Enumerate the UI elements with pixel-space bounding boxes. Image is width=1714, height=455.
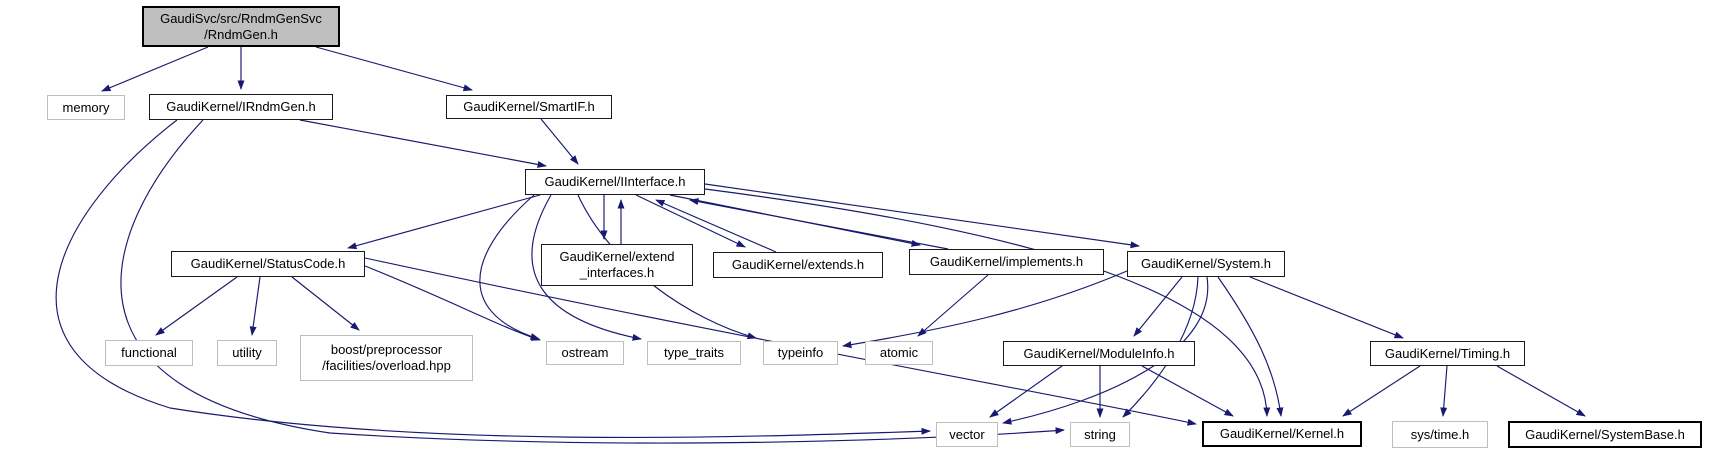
graph-edge-timing-to-systime	[1440, 365, 1448, 417]
graph-node-label: ostream	[561, 345, 609, 361]
edges-group	[55, 46, 1586, 444]
graph-node-label: functional	[121, 345, 177, 361]
graph-edge-rndmgen-to-memory	[101, 46, 209, 92]
graph-node-extendinterfaces[interactable]: GaudiKernel/extend _interfaces.h	[541, 244, 693, 286]
graph-edge-irndmgen-to-vector	[55, 119, 931, 439]
graph-edge-system-to-timing	[1249, 276, 1404, 339]
graph-edge-rndmgen-to-smartif	[315, 46, 473, 92]
graph-node-label: GaudiKernel/Timing.h	[1384, 345, 1511, 361]
graph-node-label: boost/preprocessor /facilities/overload.…	[322, 342, 451, 373]
graph-edge-iinterface-to-ostream	[479, 194, 540, 340]
graph-node-ostream: ostream	[546, 341, 624, 365]
graph-node-irndmgen[interactable]: GaudiKernel/IRndmGen.h	[149, 94, 333, 120]
graph-edge-system-to-typeinfo	[842, 270, 1128, 349]
graph-node-label: GaudiKernel/SystemBase.h	[1525, 426, 1685, 442]
graph-node-label: sys/time.h	[1410, 426, 1470, 442]
graph-edge-timing-to-systembase	[1496, 365, 1586, 417]
graph-node-label: GaudiKernel/implements.h	[929, 254, 1084, 270]
graph-edge-timing-to-kernel	[1342, 365, 1421, 417]
graph-node-extends[interactable]: GaudiKernel/extends.h	[713, 252, 883, 278]
graph-node-label: utility	[232, 345, 262, 361]
graph-node-typeinfo: typeinfo	[763, 341, 838, 365]
graph-node-label: string	[1084, 426, 1116, 442]
graph-edge-iinterface-to-extends	[635, 194, 746, 248]
graph-edge-iinterface-to-typeinfo	[577, 194, 757, 340]
graph-edge-smartif-to-iinterface	[540, 118, 579, 165]
graph-edge-system-to-vector	[1002, 276, 1209, 425]
graph-node-iinterface[interactable]: GaudiKernel/IInterface.h	[525, 169, 705, 195]
graph-node-boostoverload: boost/preprocessor /facilities/overload.…	[300, 335, 473, 381]
graph-node-system[interactable]: GaudiKernel/System.h	[1127, 251, 1285, 277]
graph-node-label: GaudiKernel/StatusCode.h	[190, 256, 346, 272]
graph-edge-implements-to-atomic	[917, 274, 989, 337]
graph-node-rndmgen: GaudiSvc/src/RndmGenSvc /RndmGen.h	[142, 6, 340, 47]
graph-node-label: GaudiKernel/System.h	[1140, 256, 1272, 272]
graph-node-vector: vector	[936, 422, 998, 447]
graph-node-moduleinfo[interactable]: GaudiKernel/ModuleInfo.h	[1003, 341, 1195, 366]
graph-node-label: vector	[949, 426, 985, 442]
graph-edge-iinterface-to-system	[704, 183, 1140, 249]
graph-node-label: typeinfo	[777, 345, 824, 361]
graph-node-string: string	[1070, 422, 1130, 447]
graph-node-systembase[interactable]: GaudiKernel/SystemBase.h	[1508, 421, 1702, 448]
graph-node-systime: sys/time.h	[1392, 421, 1488, 448]
graph-node-utility: utility	[217, 340, 277, 366]
graph-node-label: GaudiSvc/src/RndmGenSvc /RndmGen.h	[160, 10, 322, 42]
graph-edge-implements-to-iinterface	[689, 198, 949, 250]
graph-edge-statuscode-to-functional	[155, 276, 238, 336]
graph-node-label: type_traits	[664, 345, 724, 361]
graph-node-label: GaudiKernel/extends.h	[731, 257, 865, 273]
graph-node-label: atomic	[879, 345, 919, 361]
graph-edge-statuscode-to-ostream	[364, 265, 541, 341]
graph-edge-irndmgen-to-string	[120, 119, 1065, 444]
graph-node-label: GaudiKernel/SmartIF.h	[463, 99, 595, 115]
graph-edge-system-to-kernel	[1217, 276, 1284, 417]
graph-node-smartif[interactable]: GaudiKernel/SmartIF.h	[446, 95, 612, 119]
graph-node-label: GaudiKernel/ModuleInfo.h	[1023, 345, 1175, 361]
graph-node-label: GaudiKernel/IRndmGen.h	[166, 99, 316, 115]
graph-node-label: memory	[62, 99, 110, 115]
graph-node-label: GaudiKernel/IInterface.h	[544, 174, 686, 190]
graph-node-statuscode[interactable]: GaudiKernel/StatusCode.h	[171, 251, 365, 277]
graph-node-label: GaudiKernel/extend _interfaces.h	[559, 249, 675, 280]
graph-edge-iinterface-to-typetraits	[531, 194, 642, 341]
graph-node-functional: functional	[105, 340, 193, 366]
graph-node-typetraits: type_traits	[647, 341, 741, 365]
graph-edge-statuscode-to-utility	[249, 276, 261, 336]
graph-node-label: GaudiKernel/Kernel.h	[1219, 426, 1345, 442]
graph-node-memory: memory	[47, 95, 125, 120]
graph-node-implements[interactable]: GaudiKernel/implements.h	[909, 249, 1104, 275]
graph-node-atomic: atomic	[865, 341, 933, 365]
graph-edge-system-to-moduleinfo	[1133, 276, 1183, 337]
graph-edge-iinterface-to-statuscode	[347, 194, 541, 250]
graph-node-timing[interactable]: GaudiKernel/Timing.h	[1370, 341, 1525, 366]
graph-edge-statuscode-to-boostoverload	[291, 276, 360, 331]
graph-edge-moduleinfo-to-kernel	[1141, 365, 1234, 417]
graph-edge-moduleinfo-to-vector	[989, 365, 1063, 418]
graph-edge-iinterface-to-kernel	[704, 188, 1271, 417]
graph-edge-extends-to-iinterface	[655, 199, 777, 253]
graph-node-kernel[interactable]: GaudiKernel/Kernel.h	[1202, 421, 1362, 447]
graph-edge-irndmgen-to-iinterface	[299, 119, 547, 168]
